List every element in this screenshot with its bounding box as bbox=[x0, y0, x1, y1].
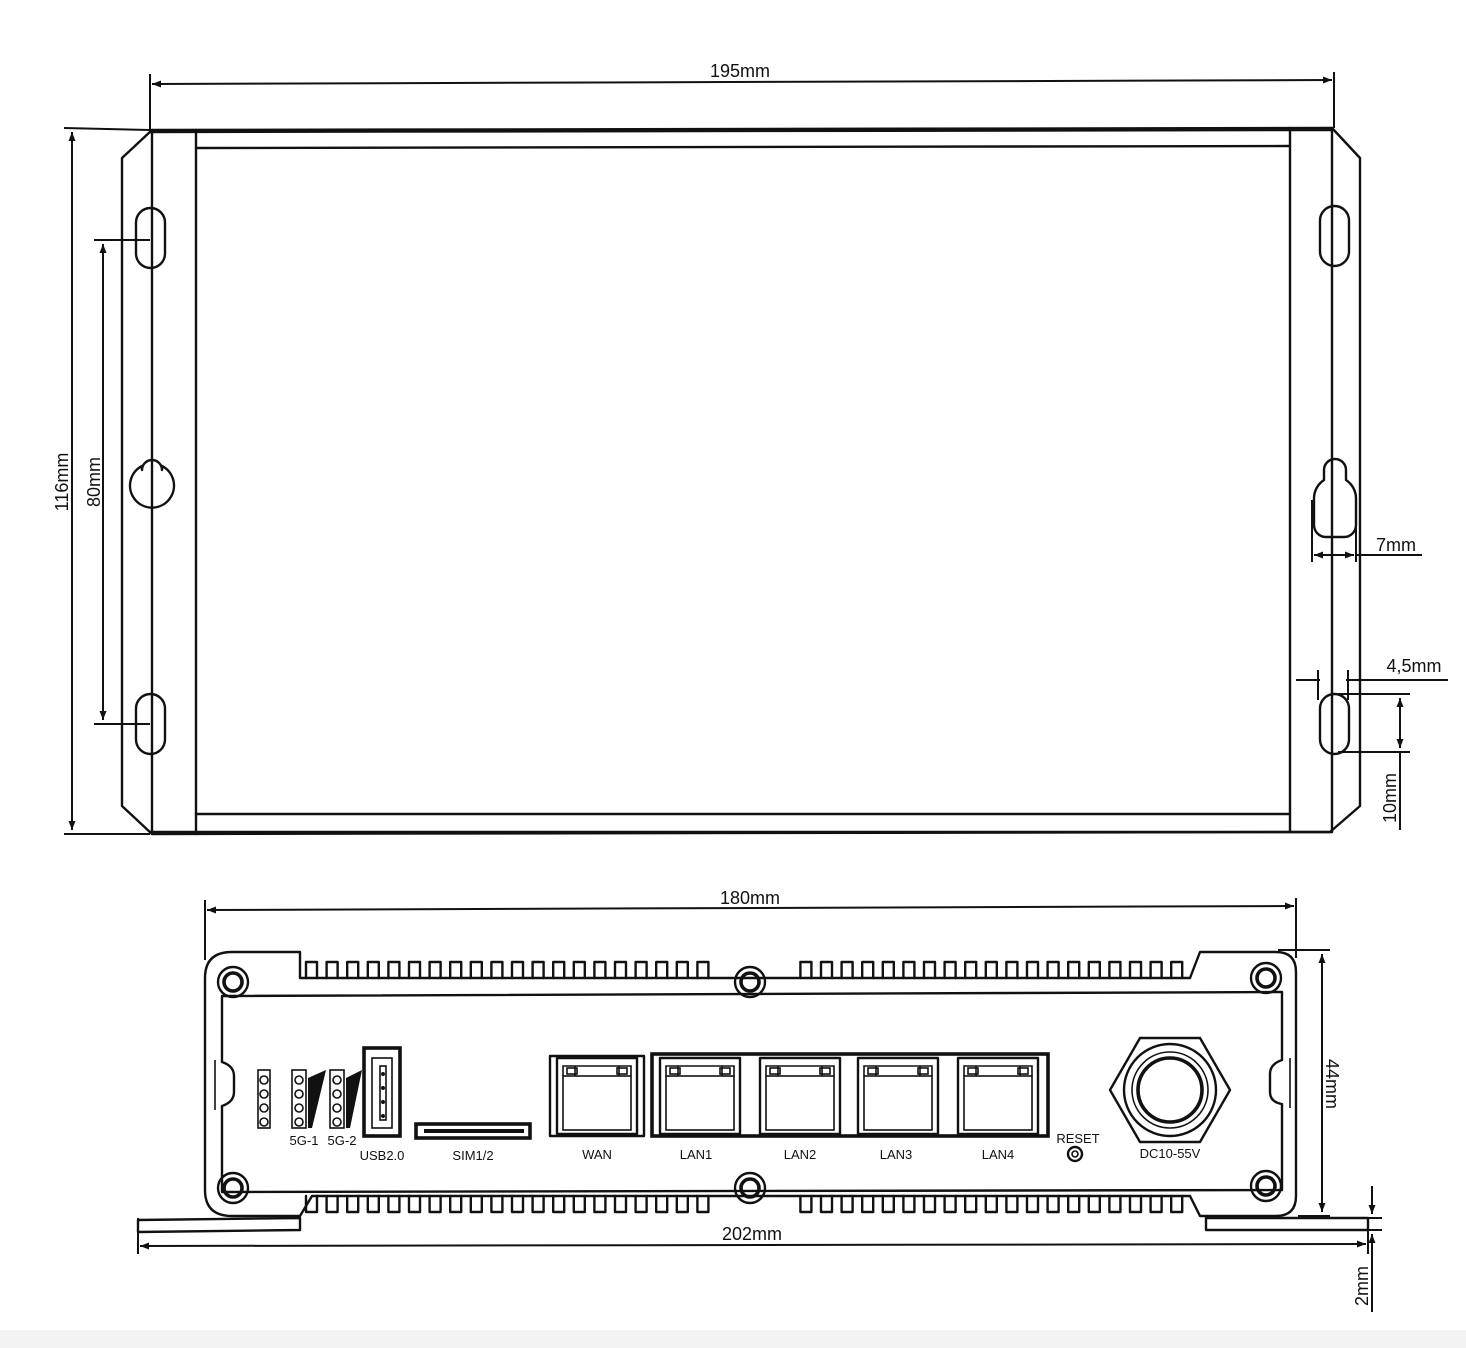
sim-slot bbox=[414, 1122, 532, 1140]
page-footer-strip bbox=[0, 1330, 1466, 1348]
port-label-5g2: 5G-2 bbox=[328, 1133, 357, 1148]
hole-spacing-label: 80mm bbox=[84, 457, 104, 507]
antenna-port-5g2 bbox=[329, 1069, 362, 1129]
usb-port bbox=[362, 1046, 402, 1138]
port-label-lan3: LAN3 bbox=[880, 1147, 913, 1162]
screw-icon bbox=[216, 965, 250, 999]
mounting-flange-left bbox=[136, 1216, 302, 1234]
ethernet-port-wan bbox=[555, 1056, 639, 1136]
keyhole-icon bbox=[128, 458, 176, 509]
hole-width-label: 7mm bbox=[1376, 535, 1416, 555]
screw-icon bbox=[733, 965, 767, 999]
mounting-slot-icon bbox=[1318, 692, 1351, 756]
port-label-lan2: LAN2 bbox=[784, 1147, 817, 1162]
mounting-slot-icon bbox=[134, 206, 167, 270]
dc-power-connector bbox=[1108, 1036, 1232, 1144]
port-label-lan4: LAN4 bbox=[982, 1147, 1015, 1162]
screw-icon bbox=[1249, 1169, 1283, 1203]
status-led-group bbox=[257, 1069, 271, 1129]
flange-thickness-label: 2mm bbox=[1352, 1266, 1372, 1306]
ethernet-port-lan2 bbox=[758, 1056, 842, 1136]
front-view-outline bbox=[203, 950, 1298, 1218]
screw-icon bbox=[1249, 961, 1283, 995]
slot-length-label: 10mm bbox=[1380, 773, 1400, 823]
mounting-slot-icon bbox=[1318, 204, 1351, 268]
cooling-fins-top bbox=[304, 960, 1184, 980]
cooling-fins-bottom bbox=[304, 1194, 1184, 1214]
slot-width-label: 4,5mm bbox=[1386, 656, 1441, 676]
ethernet-port-lan1 bbox=[658, 1056, 742, 1136]
port-label-5g1: 5G-1 bbox=[290, 1133, 319, 1148]
screw-icon bbox=[733, 1171, 767, 1205]
ethernet-port-lan4 bbox=[956, 1056, 1040, 1136]
antenna-port-5g1 bbox=[291, 1069, 326, 1129]
screw-icon bbox=[216, 1171, 250, 1205]
ethernet-port-lan3 bbox=[856, 1056, 940, 1136]
front-width-label: 180mm bbox=[720, 888, 780, 908]
port-label-reset: RESET bbox=[1056, 1131, 1099, 1146]
width-label: 195mm bbox=[710, 61, 770, 81]
top-view: 195mm 116mm 80mm 7mm 4,5mm 10mm bbox=[52, 61, 1448, 836]
port-label-sim: SIM1/2 bbox=[452, 1148, 493, 1163]
port-label-lan1: LAN1 bbox=[680, 1147, 713, 1162]
front-view: 5G-1 5G-2 USB2.0 SIM1/2 WAN LAN1 L bbox=[136, 888, 1382, 1312]
top-view-outline bbox=[120, 126, 1362, 836]
height-label: 116mm bbox=[52, 453, 72, 512]
port-label-wan: WAN bbox=[582, 1147, 612, 1162]
reset-button bbox=[1066, 1145, 1084, 1163]
mounting-flange-right bbox=[1204, 1216, 1370, 1232]
port-label-dc: DC10-55V bbox=[1140, 1146, 1201, 1161]
flange-width-label: 202mm bbox=[722, 1224, 782, 1244]
keyhole-icon bbox=[1312, 457, 1358, 539]
front-panel bbox=[220, 990, 1284, 1194]
port-label-usb: USB2.0 bbox=[360, 1148, 405, 1163]
front-height-label: 44mm bbox=[1322, 1059, 1342, 1109]
